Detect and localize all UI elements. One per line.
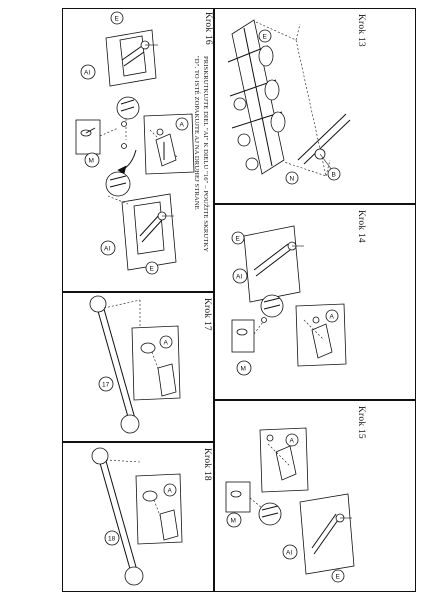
step-17-label-17: 17 [102, 382, 110, 389]
step-17-label-a: A [164, 340, 169, 347]
step-14-label-ai: AI [236, 274, 242, 281]
step-16-label-ai-bottom: AI [104, 246, 110, 253]
step-14-label-m: M [241, 366, 246, 373]
step-16-label-e-top: E [115, 16, 120, 23]
step-18-label-a: A [168, 488, 173, 495]
step-18-label-18: 18 [108, 536, 116, 543]
step-15-label-e: E [336, 574, 341, 581]
step-16-label-ai-top: AI [84, 70, 90, 77]
step-13-label-e: E [263, 34, 268, 41]
step-13-label-n: N [290, 176, 295, 183]
step-15-label-a: A [290, 438, 295, 445]
step-15-label-ai: AI [286, 550, 292, 557]
step-16-label-e-bottom: E [150, 266, 155, 273]
step-16-label-m: M [89, 158, 94, 165]
step-15-label-m: M [231, 518, 236, 525]
step-13-label-b: B [332, 172, 336, 179]
step-16-label-a: A [180, 122, 185, 129]
step-14-label-a: A [330, 314, 335, 321]
step-14-label-e: E [236, 236, 241, 243]
